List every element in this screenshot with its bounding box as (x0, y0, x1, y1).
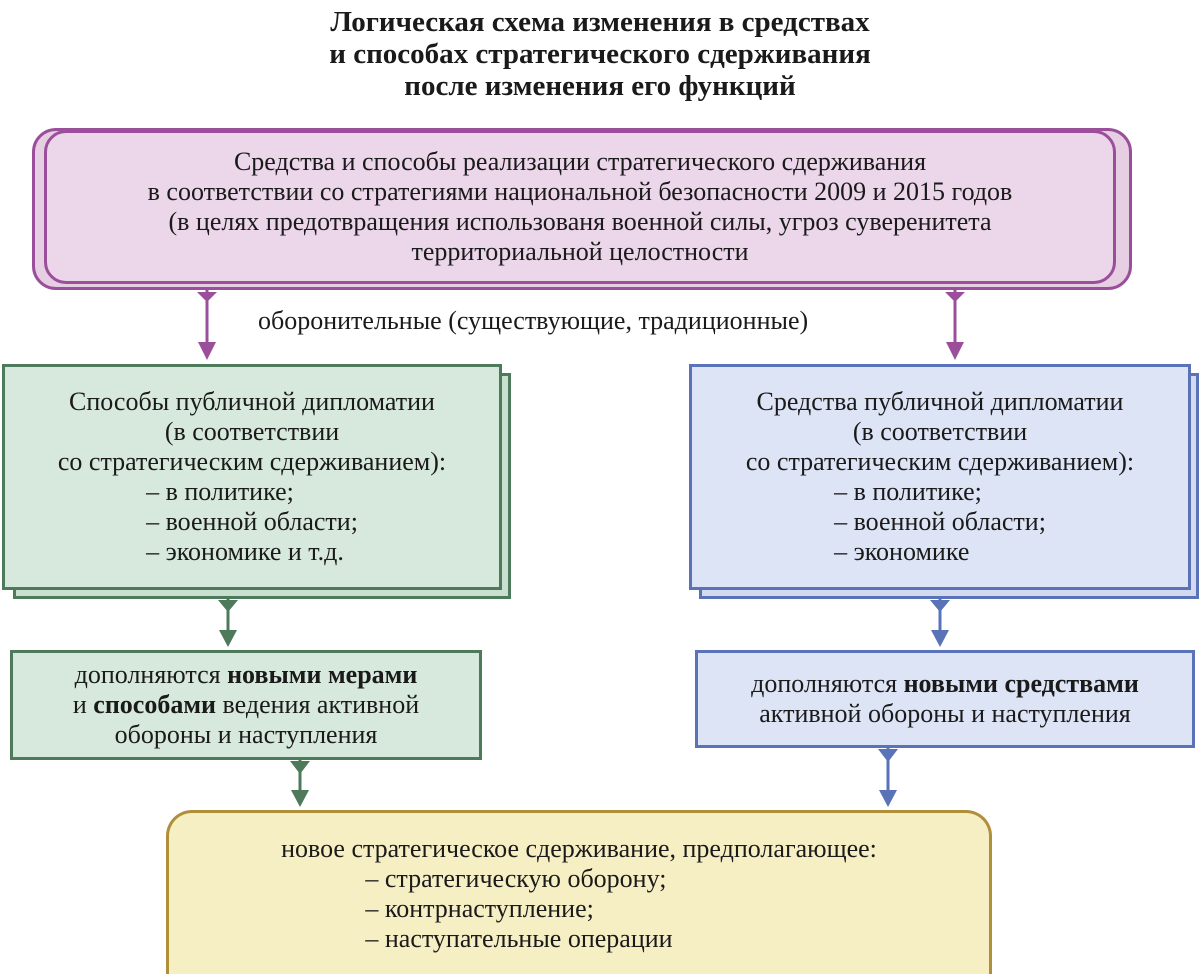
box-heading-line: Средства публичной дипломатии (756, 387, 1124, 416)
arrow-top-to-left (197, 290, 217, 360)
bottom-lead: новое стратегическое сдерживание, предпо… (281, 833, 877, 863)
defensive-label: оборонительные (существующие, традиционн… (258, 306, 809, 335)
public-diplomacy-methods-box: Способы публичной дипломатии (в соответс… (2, 364, 502, 590)
complement-line: дополняются новыми мерами (13, 660, 479, 690)
arrow-left-to-bottom (290, 760, 310, 807)
top-box: Средства и способы реализации стратегиче… (44, 130, 1116, 284)
list-item: – в политике; (146, 477, 294, 506)
text-run: ведения активной (216, 690, 420, 719)
title-line: Логическая схема изменения в средствах (330, 6, 870, 38)
arrow-right-to-complement (930, 599, 950, 647)
list-item: – в политике; (834, 477, 982, 506)
list-item: – контрнаступление; (365, 893, 594, 923)
title-line: и способах стратегического сдерживания (329, 38, 871, 70)
complement-line: и способами ведения активной (13, 690, 479, 720)
methods-list: – в политике; – военной области; – эконо… (146, 477, 358, 567)
diagram-title: Логическая схема изменения в средствах и… (0, 6, 1200, 102)
top-box-line: (в целях предотвращения использованя вое… (168, 207, 992, 236)
box-heading-line: Способы публичной дипломатии (69, 387, 435, 416)
means-list: – в политике; – военной области; – эконо… (834, 477, 1046, 567)
list-item: – наступательные операции (365, 923, 673, 953)
text-run: дополняются (751, 669, 904, 698)
box-heading-line: со стратегическим сдерживанием): (745, 447, 1135, 476)
complement-line: активной обороны и наступления (759, 699, 1131, 728)
bold-text: новыми мерами (227, 660, 418, 689)
public-diplomacy-means-box: Средства публичной дипломатии (в соответ… (689, 364, 1191, 590)
list-item: – экономике и т.д. (146, 537, 344, 566)
list-item: – стратегическую оборону; (365, 863, 667, 893)
list-item: – военной области; (834, 507, 1046, 536)
box-heading-line: со стратегическим сдерживанием): (57, 447, 447, 476)
new-measures-box: дополняются новыми мерами и способами ве… (10, 650, 482, 760)
new-strategic-deterrence-box: новое стратегическое сдерживание, предпо… (166, 810, 992, 974)
text-run: и (72, 690, 94, 719)
arrow-left-to-complement (218, 599, 238, 647)
new-means-box: дополняются новыми средствами активной о… (695, 650, 1195, 748)
complement-line: дополняются новыми средствами (698, 669, 1192, 699)
deterrence-list: – стратегическую оборону; – контрнаступл… (365, 864, 672, 954)
list-item: – экономике (834, 537, 970, 566)
list-item: – военной области; (146, 507, 358, 536)
box-heading-line: (в соответствии (852, 417, 1028, 446)
title-line: после изменения его функций (404, 70, 796, 102)
arrow-right-to-bottom (878, 748, 898, 807)
top-box-line: Средства и способы реализации стратегиче… (233, 147, 927, 176)
text-run: дополняются (74, 660, 228, 689)
bold-text: способами (93, 690, 217, 719)
bold-text: новыми средствами (903, 669, 1139, 698)
box-heading-line: (в соответствии (164, 417, 340, 446)
arrow-top-to-right (945, 290, 965, 360)
complement-line: обороны и наступления (114, 720, 378, 749)
top-box-line: в соответствии со стратегиями национальн… (147, 177, 1013, 206)
top-box-line: территориальной целостности (411, 237, 749, 266)
